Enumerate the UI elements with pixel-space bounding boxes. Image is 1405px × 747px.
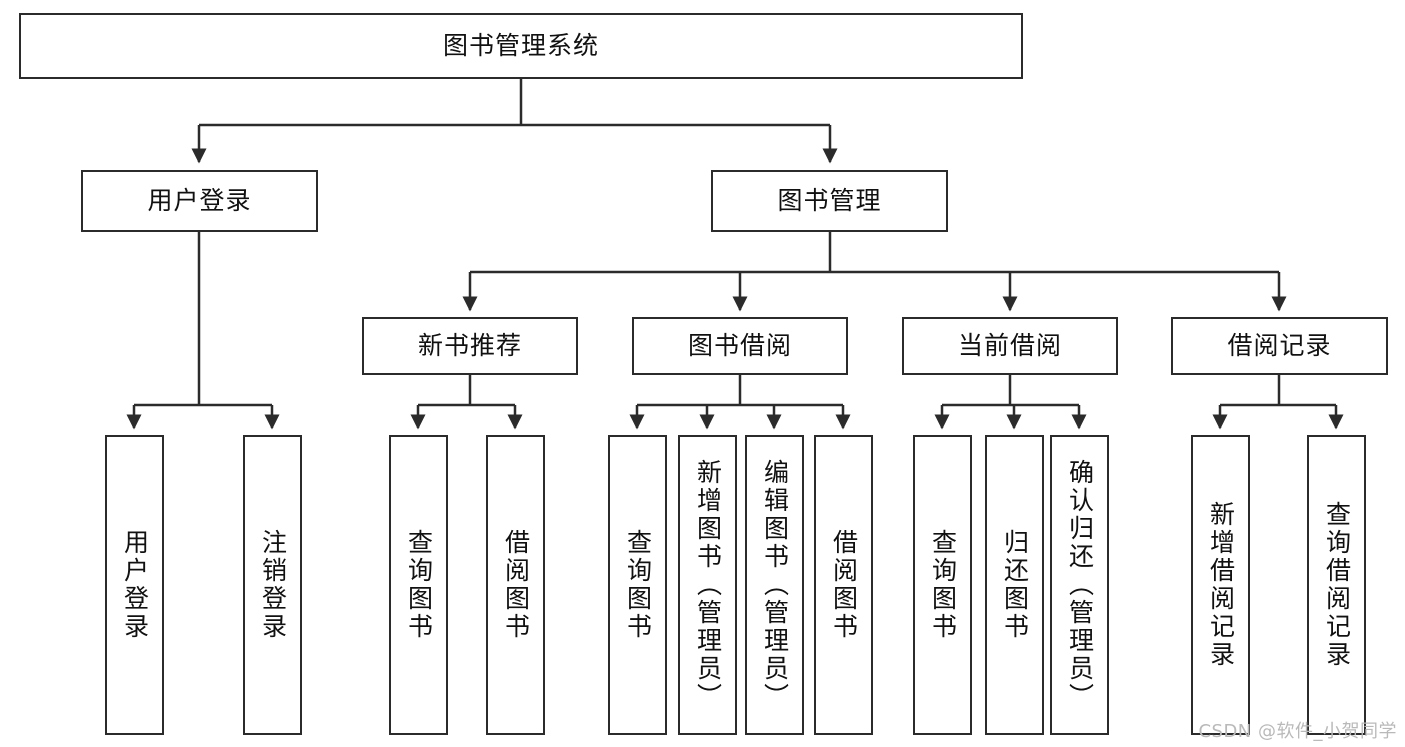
node-leaf-10-label: 确认归还（管理员）	[1065, 459, 1095, 711]
node-leaf-7[interactable]: 借阅图书	[814, 435, 873, 735]
node-leaf-3-label: 借阅图书	[501, 529, 531, 641]
node-leaf-2-label: 查询图书	[404, 529, 434, 641]
node-leaf-12[interactable]: 查询借阅记录	[1307, 435, 1366, 735]
csdn-watermark: CSDN @软件_小贺同学	[1198, 721, 1397, 742]
node-level2-0[interactable]: 用户登录	[81, 170, 318, 232]
node-root-label: 图书管理系统	[442, 31, 599, 61]
node-leaf-7-label: 借阅图书	[829, 529, 859, 641]
node-leaf-1[interactable]: 注销登录	[243, 435, 302, 735]
node-level2-1[interactable]: 图书管理	[711, 170, 948, 232]
node-leaf-8[interactable]: 查询图书	[913, 435, 972, 735]
node-leaf-0-label: 用户登录	[120, 529, 150, 641]
node-level3-3-label: 借阅记录	[1227, 331, 1332, 361]
node-leaf-10[interactable]: 确认归还（管理员）	[1050, 435, 1109, 735]
node-level3-0[interactable]: 新书推荐	[362, 317, 578, 375]
node-leaf-12-label: 查询借阅记录	[1322, 501, 1352, 669]
node-level3-2-label: 当前借阅	[957, 331, 1062, 361]
node-root[interactable]: 图书管理系统	[19, 13, 1023, 79]
node-leaf-2[interactable]: 查询图书	[389, 435, 448, 735]
node-leaf-5-label: 新增图书（管理员）	[693, 459, 723, 711]
node-level3-3[interactable]: 借阅记录	[1171, 317, 1388, 375]
node-level2-1-label: 图书管理	[777, 186, 882, 216]
node-leaf-6[interactable]: 编辑图书（管理员）	[745, 435, 804, 735]
node-level3-1[interactable]: 图书借阅	[632, 317, 848, 375]
node-leaf-11-label: 新增借阅记录	[1206, 501, 1236, 669]
node-leaf-11[interactable]: 新增借阅记录	[1191, 435, 1250, 735]
node-level3-0-label: 新书推荐	[417, 331, 522, 361]
node-leaf-0[interactable]: 用户登录	[105, 435, 164, 735]
node-leaf-9[interactable]: 归还图书	[985, 435, 1044, 735]
node-level2-0-label: 用户登录	[147, 186, 252, 216]
node-leaf-4-label: 查询图书	[623, 529, 653, 641]
node-leaf-9-label: 归还图书	[1000, 529, 1030, 641]
node-leaf-8-label: 查询图书	[928, 529, 958, 641]
node-leaf-3[interactable]: 借阅图书	[486, 435, 545, 735]
node-leaf-4[interactable]: 查询图书	[608, 435, 667, 735]
node-level3-2[interactable]: 当前借阅	[902, 317, 1118, 375]
node-leaf-6-label: 编辑图书（管理员）	[760, 459, 790, 711]
node-leaf-1-label: 注销登录	[258, 529, 288, 641]
node-level3-1-label: 图书借阅	[687, 331, 792, 361]
node-leaf-5[interactable]: 新增图书（管理员）	[678, 435, 737, 735]
